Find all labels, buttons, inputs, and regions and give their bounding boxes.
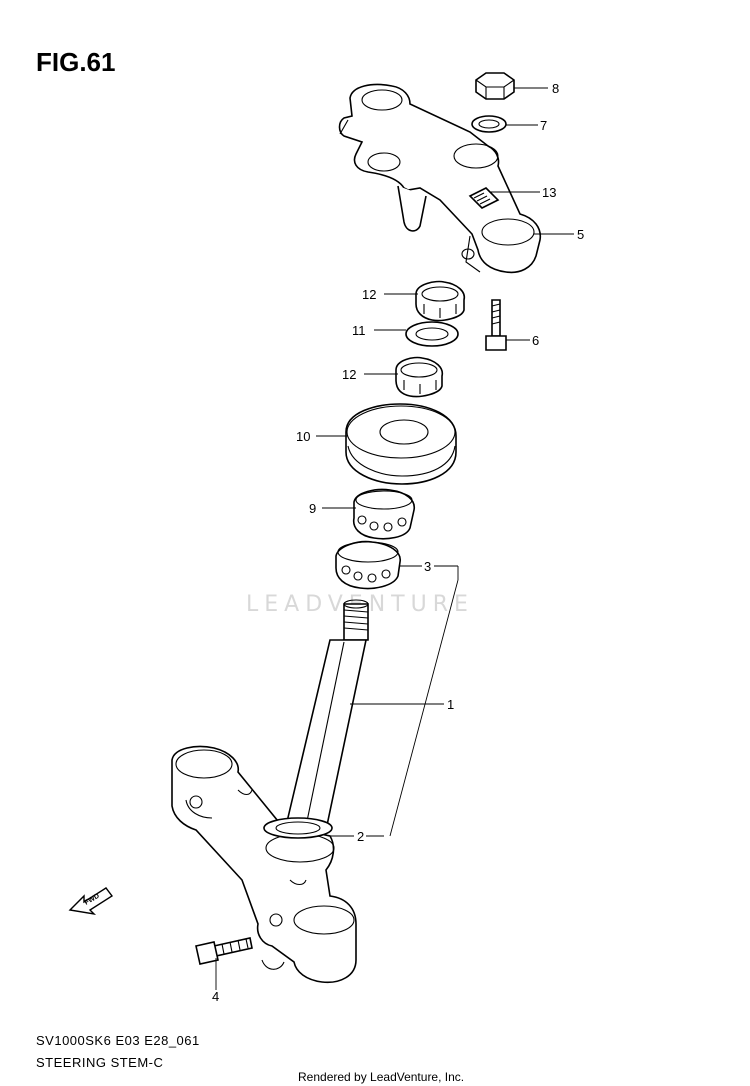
leader-lines: [215, 87, 574, 990]
figure-title: FIG.61: [36, 47, 115, 77]
callout-8: 8: [552, 81, 559, 96]
upper-triple-clamp: [338, 83, 542, 274]
callout-9: 9: [309, 501, 316, 516]
callout-12-lower: 12: [342, 367, 356, 382]
callout-2: 2: [357, 829, 364, 844]
steering-stem-nut: [475, 72, 515, 100]
callout-12-upper: 12: [362, 287, 376, 302]
callout-7: 7: [540, 118, 547, 133]
steering-stem-lower-clamp: [171, 599, 369, 984]
model-code: SV1000SK6 E03 E28_061: [36, 1033, 200, 1048]
steering-lock-nut-upper: [415, 280, 466, 322]
callout-numbers: 8 7 13 5 12 11 6 12 10 9 3 1 2 4: [212, 81, 584, 1004]
forward-arrow-icon: FWD: [68, 887, 114, 916]
callout-1: 1: [447, 697, 454, 712]
dust-cover: [345, 403, 457, 485]
stem-dust-seal: [263, 817, 333, 839]
diagram-caption: STEERING STEM-C: [36, 1055, 163, 1070]
callout-13: 13: [542, 185, 556, 200]
lower-bearing: [335, 540, 401, 590]
lock-washer: [405, 321, 459, 347]
callout-5: 5: [577, 227, 584, 242]
callout-10: 10: [296, 429, 310, 444]
steering-lock-nut-lower: [395, 356, 444, 398]
washer: [471, 115, 507, 133]
pinch-bolt: [195, 937, 253, 965]
clamp-bolt: [485, 299, 507, 351]
upper-bearing: [352, 488, 415, 540]
callout-11: 11: [352, 323, 366, 338]
callout-3: 3: [424, 559, 431, 574]
render-credit: Rendered by LeadVenture, Inc.: [298, 1070, 464, 1084]
callout-4: 4: [212, 989, 219, 1004]
callout-6: 6: [532, 333, 539, 348]
